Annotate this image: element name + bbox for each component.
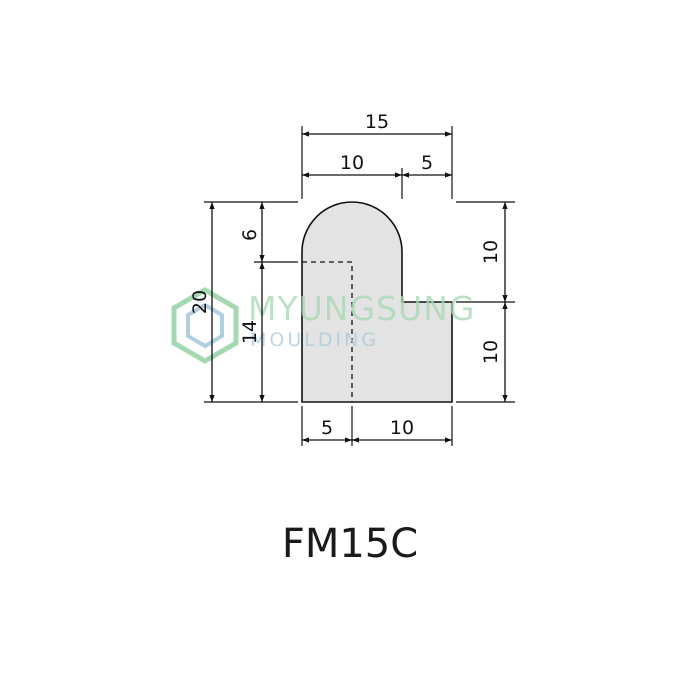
dim-label-top-overall: 15: [365, 111, 389, 133]
watermark: MYUNGSUNG MOULDING: [171, 287, 475, 364]
dim-label-bottom-right: 10: [390, 417, 414, 439]
dim-label-left-lower: 14: [239, 320, 261, 344]
dim-label-left-overall: 20: [189, 290, 211, 314]
model-code: FM15C: [282, 521, 418, 567]
dim-label-left-upper: 6: [239, 229, 261, 241]
watermark-brand-bottom: MOULDING: [250, 329, 379, 351]
dim-label-bottom-left: 5: [321, 417, 333, 439]
dim-label-right-lower: 10: [480, 340, 502, 364]
watermark-brand-top: MYUNGSUNG: [248, 289, 475, 328]
dim-label-top-left: 10: [340, 152, 364, 174]
dimension-lines: [209, 131, 508, 443]
moulding-profile: [301, 201, 453, 403]
hidden-edge-line: [302, 261, 353, 402]
dim-label-right-upper: 10: [480, 240, 502, 264]
dim-label-top-right: 5: [421, 152, 433, 174]
watermark-logo-icon: [171, 287, 239, 364]
